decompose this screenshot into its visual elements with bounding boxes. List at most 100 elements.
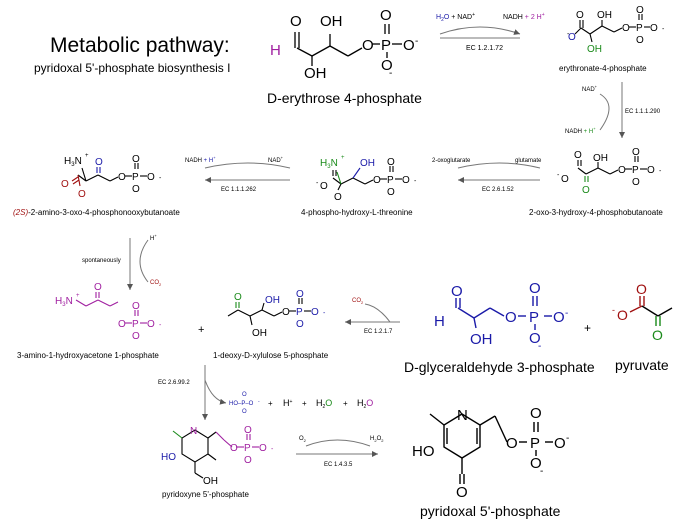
plp-p-o-bottom: O [530, 455, 542, 472]
label-plp: pyridoxal 5'-phosphate [420, 503, 561, 519]
erythrose-oh-top: OH [320, 13, 343, 30]
g3p-p-o-right: O [553, 309, 565, 326]
dxp-p-o-top: O [296, 289, 304, 300]
r7-plus-1: + [268, 399, 273, 408]
threonine-charge: - [316, 180, 319, 187]
threonine-amine: H3N [320, 158, 338, 170]
pyridoxine-p-o-top: O [244, 425, 252, 436]
aminooxo-p-charge: - [159, 175, 162, 182]
erythrose-aldehyde-o: O [290, 13, 302, 30]
g3p-charge-right: - [565, 308, 568, 319]
erythronate-p: P [636, 23, 643, 34]
g3p-ester-o: O [505, 309, 517, 326]
erythronate-p-charge: - [662, 26, 665, 33]
r2-top: NAD+ [582, 84, 598, 93]
pyridoxine-p: P [244, 443, 251, 454]
threonine-p-charge: - [414, 178, 417, 185]
plp-charge-bottom: - [540, 466, 543, 477]
aha-p: P [132, 319, 139, 330]
threonine-oh: OH [360, 158, 375, 169]
page-subtitle: pyridoxal 5'-phosphate biosynthesis I [34, 61, 230, 75]
threonine-o-bottom: O [334, 192, 342, 203]
r7-phosphate-o-top: O [242, 392, 247, 398]
g3p-aldehyde-o: O [451, 283, 463, 300]
r7-h2o-a: H2O [316, 398, 332, 410]
aminooxo-p-o-bottom: O [132, 184, 140, 195]
label-aminohydroxyacetone: 3-amino-1-hydroxyacetone 1-phosphate [17, 351, 159, 360]
arrow-r3-curve [457, 162, 541, 169]
dxp-ketone-o: O [234, 292, 242, 303]
erythronate-p-o-right: O [650, 23, 658, 34]
pyridoxine-p-o-right: O [259, 443, 267, 454]
threonine-p-o-bottom: O [387, 187, 395, 198]
plp-p: P [530, 435, 540, 452]
r8-right: H2O2 [370, 436, 384, 443]
erythrose-p: P [381, 37, 391, 54]
r2-ec: EC 1.1.1.290 [625, 109, 661, 115]
molecule-aminohydroxyacetone [75, 299, 147, 324]
r3-left: 2-oxoglutarate [432, 158, 471, 164]
molecule-deoxyxylulose [227, 298, 311, 326]
erythrose-oh-bottom: OH [304, 65, 327, 82]
g3p-p: P [529, 309, 539, 326]
label-erythrose: D-erythrose 4-phosphate [267, 90, 422, 106]
pyridoxine-p-o-bottom: O [244, 455, 252, 466]
r3-ec: EC 2.6.1.52 [482, 187, 514, 193]
pyridoxine-oh: OH [203, 476, 218, 487]
aha-amine: H3N [55, 296, 73, 308]
plp-aldehyde-o: O [456, 484, 468, 501]
aha-p-o-right: O [147, 319, 155, 330]
dxp-p-charge: - [323, 310, 326, 317]
erythrose-p-o-right: O [403, 37, 415, 54]
r7-plus-3: + [343, 399, 348, 408]
dxp-p: P [296, 307, 303, 318]
oxo-p-o-top: O [632, 147, 640, 158]
pyruvate-charge: - [612, 305, 615, 315]
pyridoxine-ester-o: O [230, 443, 238, 454]
aha-p-charge: - [159, 322, 162, 329]
g3p-p-o-top: O [529, 280, 541, 297]
threonine-oh-bond [352, 167, 361, 179]
aminooxo-amine: H3N [64, 156, 82, 168]
plp-charge-right: - [566, 433, 569, 444]
arrow-r7-curve [204, 379, 227, 405]
dxp-ester-o: O [282, 307, 290, 318]
plus-right: + [584, 321, 591, 335]
molecule-g3p [455, 296, 552, 330]
g3p-oh: OH [470, 331, 493, 348]
threonine-p-o-right: O [402, 175, 410, 186]
dxp-p-o-right: O [311, 307, 319, 318]
r2-bottom: NADH + H+ [565, 126, 596, 135]
oxo-oh: OH [593, 153, 608, 164]
oxo-p-o-right: O [647, 165, 655, 176]
threonine-p-o-top: O [387, 157, 395, 168]
molecule-plp [429, 413, 553, 484]
r5-bottom: CO2 [150, 280, 162, 287]
plp-p-o-right: O [554, 435, 566, 452]
oxo-o-top: O [574, 150, 582, 161]
arrow-r8-curve [305, 439, 371, 447]
plp-ho: HO [412, 443, 435, 460]
r5-label: spontaneously [82, 258, 121, 264]
plus-left: + [198, 324, 204, 336]
erythrose-p-o-top: O [380, 7, 392, 24]
erythronate-oh-bottom: OH [587, 44, 602, 55]
label-erythronate: erythronate-4-phosphate [559, 64, 647, 73]
threonine-ester-o: O [373, 175, 381, 186]
threonine-o-left: O [320, 181, 328, 192]
label-g3p: D-glyceraldehyde 3-phosphate [404, 359, 595, 375]
r1-ec: EC 1.2.1.72 [466, 45, 503, 52]
pyridoxine-p-charge: - [271, 446, 274, 453]
r8-ec: EC 1.4.3.5 [324, 462, 353, 468]
r3-right: glutamate [515, 158, 542, 164]
threonine-amine-charge: + [341, 155, 345, 161]
arrow-r6-curve [364, 303, 391, 323]
erythronate-o-left: O [568, 32, 576, 43]
r1-right: NADH + 2 H+ [503, 12, 545, 21]
oxo-ketone-o: O [582, 185, 590, 196]
aminooxo-ester-o: O [118, 172, 126, 183]
erythrose-aldehyde-h: H [270, 42, 281, 59]
dxp-oh-bottom: OH [252, 328, 267, 339]
aminooxo-p-o-right: O [147, 172, 155, 183]
